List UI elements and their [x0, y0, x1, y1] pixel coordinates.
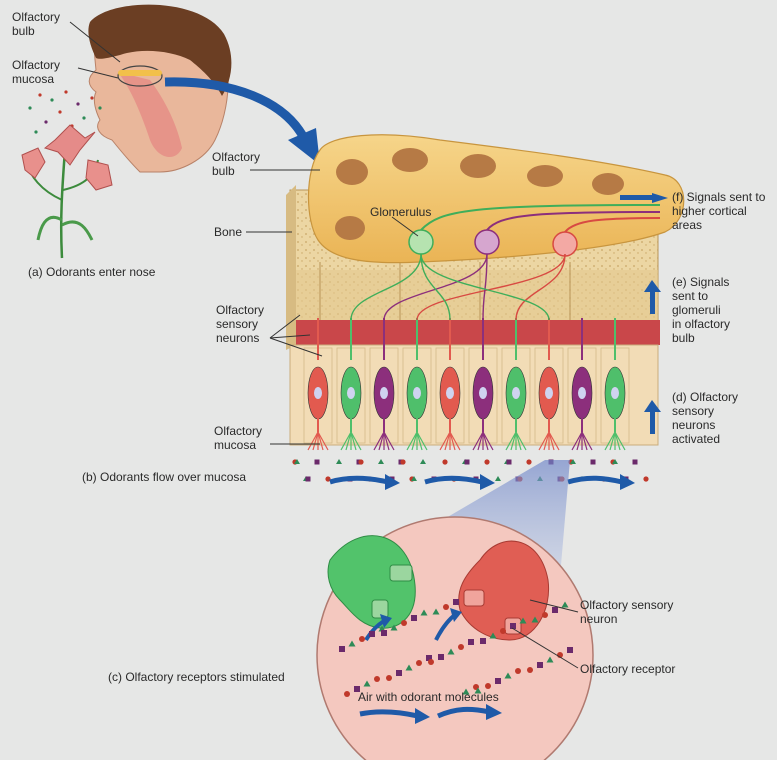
label-olfactory-bulb: Olfactory bulb	[212, 150, 261, 178]
upward-signal-arrows	[644, 280, 661, 434]
basal-membrane	[286, 320, 660, 345]
nose-odorant-dots	[28, 90, 102, 134]
sensory-neuron	[501, 318, 531, 451]
olfactory-bulb	[307, 134, 685, 264]
caption-f: (f) Signals sent to higher cortical area…	[672, 190, 766, 232]
sensory-neuron	[402, 318, 432, 451]
sensory-neuron	[435, 318, 465, 451]
caption-d: (d) Olfactory sensory neurons activated	[672, 390, 739, 446]
label-air-with-odorant-molecules: Air with odorant molecules	[358, 690, 499, 704]
sensory-neuron	[600, 318, 630, 451]
caption-a: (a) Odorants enter nose	[28, 265, 156, 279]
sensory-neuron	[303, 318, 333, 451]
label-olfactory-mucosa: Olfactory mucosa	[214, 424, 263, 452]
zoom-arrow	[164, 77, 310, 143]
sensory-neuron	[534, 318, 564, 451]
label-top-olfactory-mucosa: Olfactory mucosa	[12, 58, 61, 86]
label-inset-olfactory-receptor: Olfactory receptor	[580, 662, 676, 676]
sensory-neuron	[468, 318, 498, 451]
sensory-neuron	[369, 318, 399, 451]
head-profile	[88, 4, 232, 173]
sensory-neuron	[336, 318, 366, 451]
inset-circle	[316, 516, 594, 760]
label-inset-olfactory-sensory-neuron: Olfactory sensory neuron	[580, 598, 674, 626]
label-top-olfactory-bulb: Olfactory bulb	[12, 10, 61, 38]
neuron-group	[303, 253, 630, 451]
inset-odorant-dots	[339, 599, 573, 697]
lily-flower	[21, 124, 113, 259]
label-bone: Bone	[214, 225, 243, 239]
sensory-neuron	[567, 318, 597, 451]
caption-c: (c) Olfactory receptors stimulated	[108, 670, 285, 684]
label-glomerulus: Glomerulus	[370, 205, 432, 219]
caption-b: (b) Odorants flow over mucosa	[82, 470, 247, 484]
caption-e: (e) Signals sent to glomeruli in olfacto…	[672, 275, 731, 345]
label-olfactory-sensory-neurons: Olfactory sensory neurons	[216, 303, 265, 345]
flow-arrows	[329, 474, 635, 490]
